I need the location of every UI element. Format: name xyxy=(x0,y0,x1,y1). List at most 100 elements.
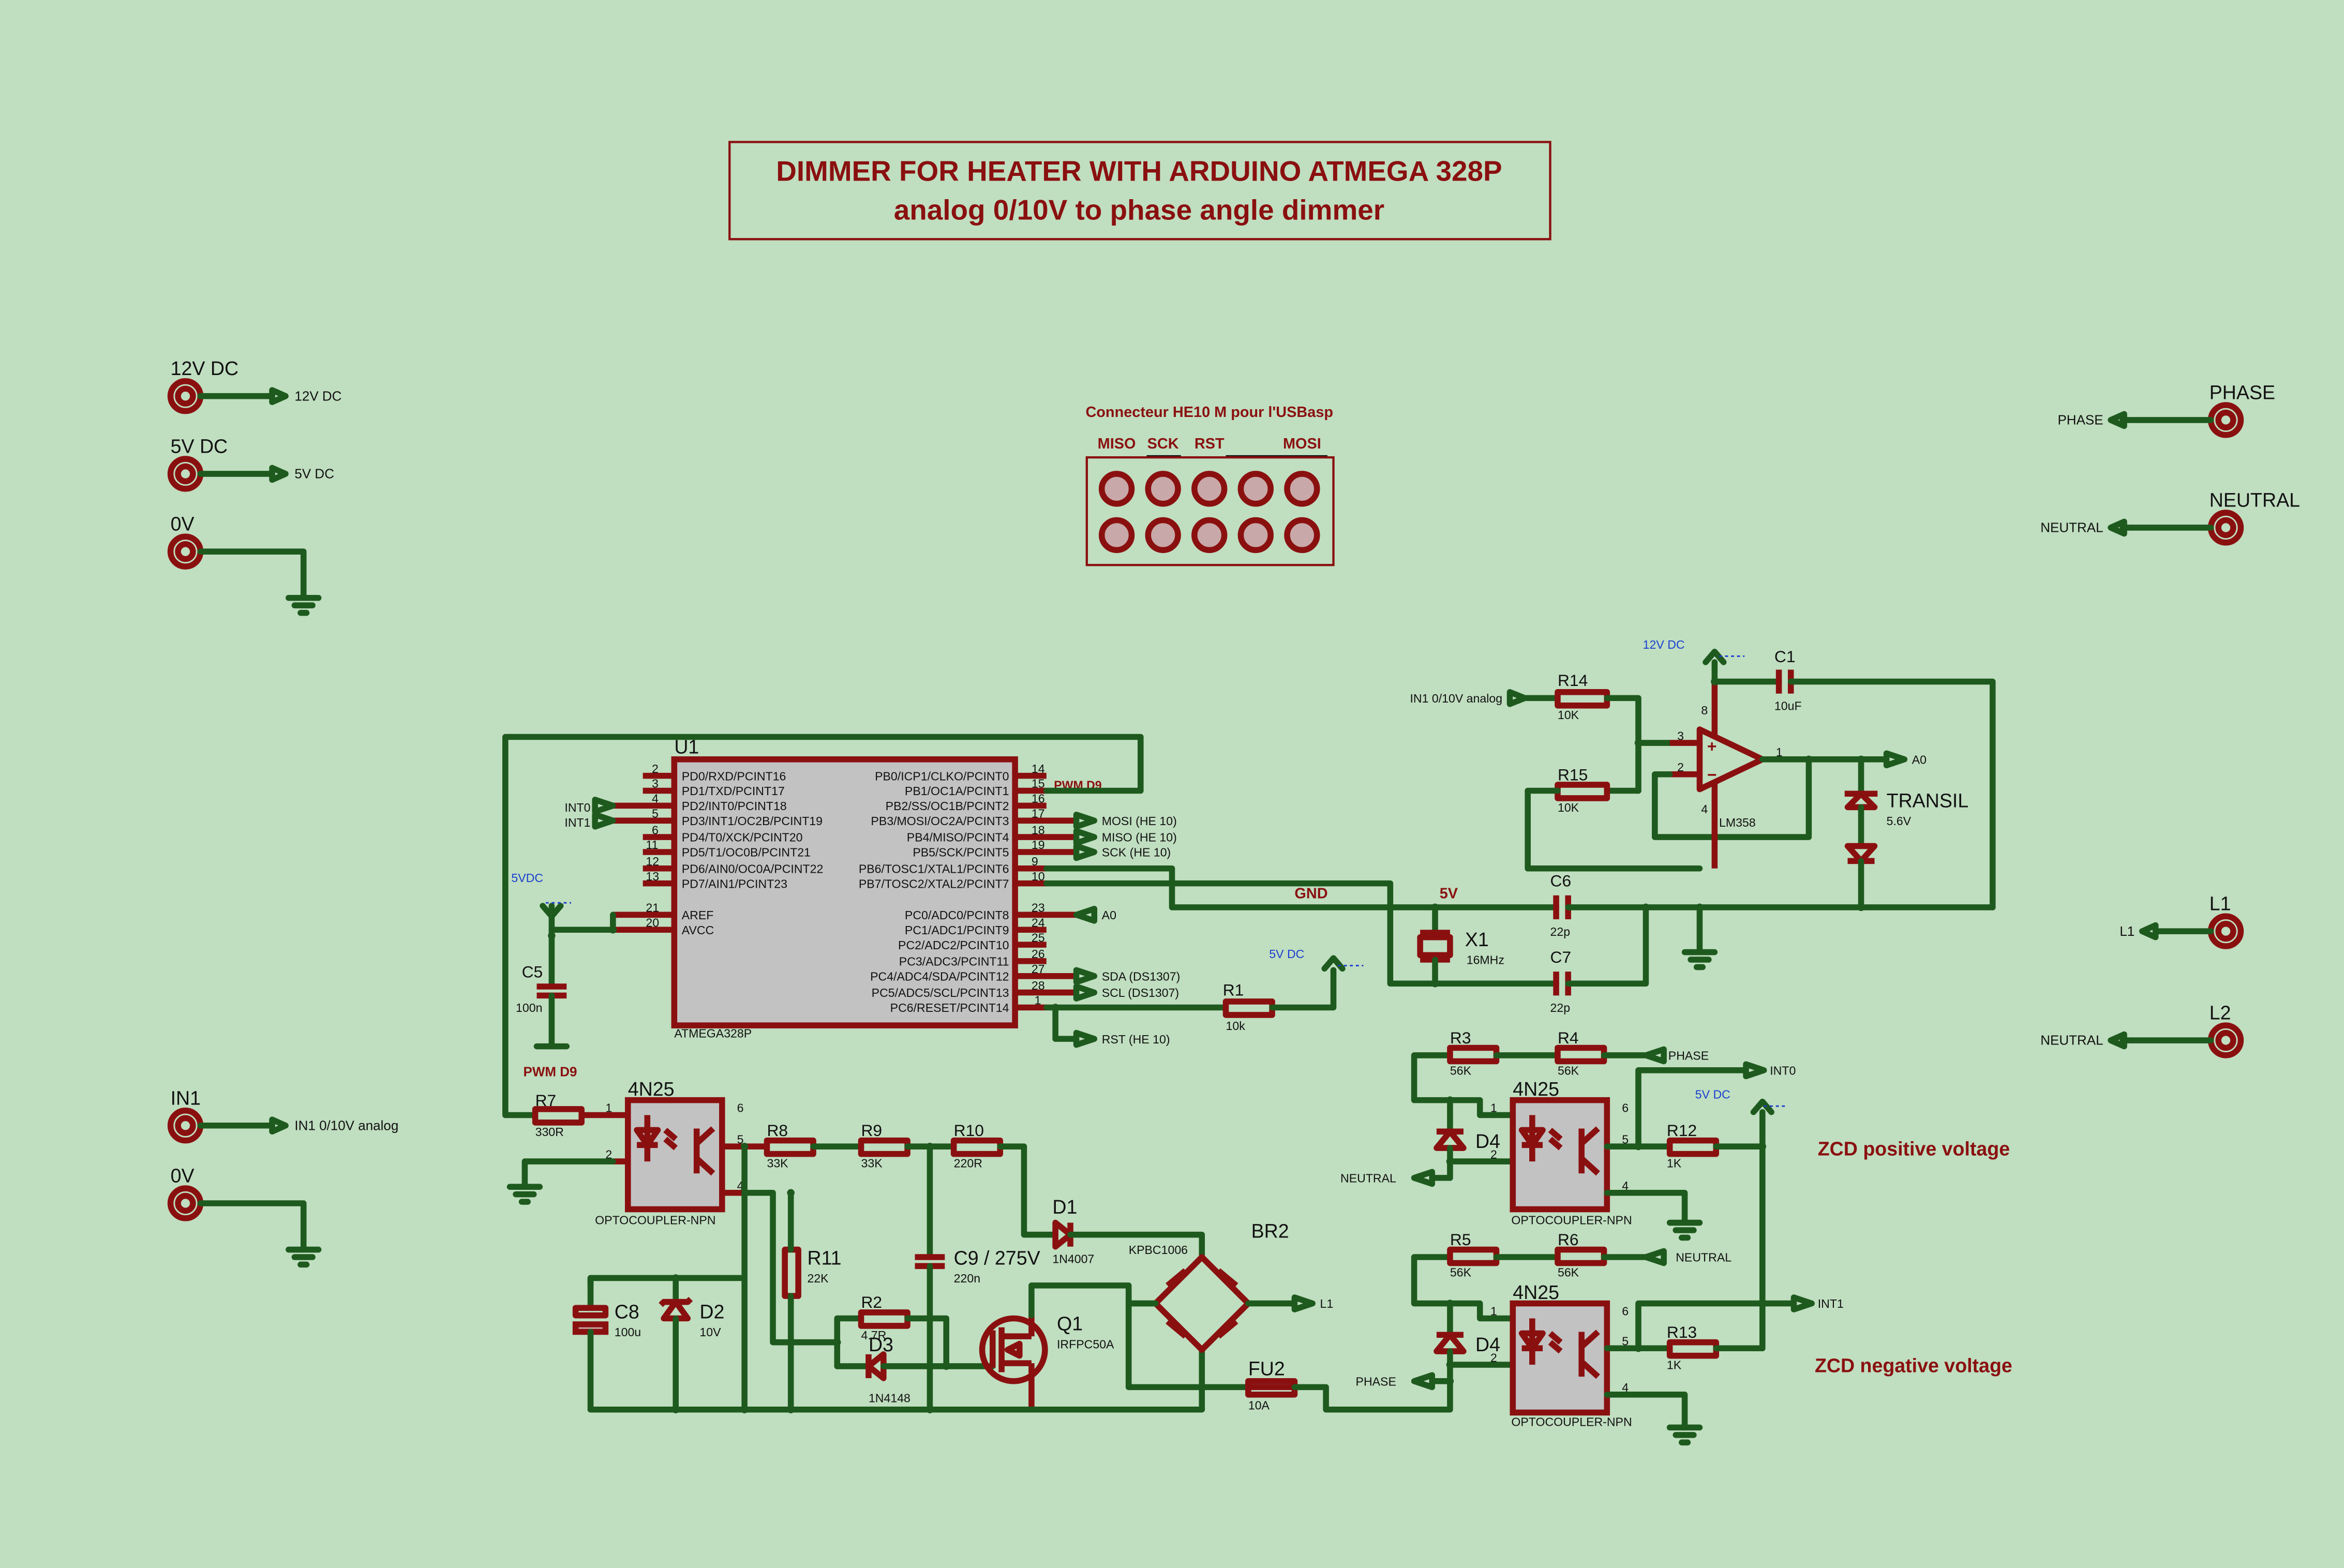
svg-text:R6: R6 xyxy=(1558,1230,1579,1249)
svg-text:PB1/OC1A/PCINT1: PB1/OC1A/PCINT1 xyxy=(905,784,1009,798)
zcd-negative[interactable]: R5 56K R6 56K NEUTRAL D4 PHASE 4N25 OPTO… xyxy=(1356,1230,2012,1446)
connector-0v-b-label: 0V xyxy=(171,1165,195,1187)
connector-neutral-label: NEUTRAL xyxy=(2209,489,2300,511)
net-12v-label: 12V DC xyxy=(294,388,341,404)
svg-text:FU2: FU2 xyxy=(1248,1357,1285,1379)
svg-text:6: 6 xyxy=(737,1101,744,1115)
svg-text:22p: 22p xyxy=(1550,925,1571,938)
opto3-body xyxy=(1510,1300,1610,1416)
net-arrow-icon xyxy=(269,1116,289,1135)
connector-0v[interactable]: 0V xyxy=(167,513,322,616)
ground-icon xyxy=(506,1184,543,1205)
svg-text:100u: 100u xyxy=(615,1325,641,1339)
zcd-positive[interactable]: R3 56K R4 56K PHASE D4 NEUTRAL 4N25 OPTO… xyxy=(1340,1028,2010,1352)
svg-text:17: 17 xyxy=(1032,807,1045,820)
svg-text:4.7R: 4.7R xyxy=(861,1328,887,1342)
svg-text:100n: 100n xyxy=(516,1001,542,1014)
svg-text:33K: 33K xyxy=(861,1157,883,1170)
svg-text:18: 18 xyxy=(1032,823,1045,837)
opamp-lm358[interactable]: IN1 0/10V analog R14 10K R15 10K + − 3 2… xyxy=(1410,638,1996,912)
pwm-wire xyxy=(502,734,1144,1118)
svg-text:10: 10 xyxy=(1032,870,1045,883)
svg-text:A0: A0 xyxy=(1912,753,1927,766)
svg-text:5V DC: 5V DC xyxy=(1269,947,1304,961)
svg-text:PD6/AIN0/OC0A/PCINT22: PD6/AIN0/OC0A/PCINT22 xyxy=(682,862,824,875)
svg-text:1N4007: 1N4007 xyxy=(1052,1252,1094,1266)
he10-sck-label: SCK xyxy=(1147,436,1179,452)
connector-l2-label: L2 xyxy=(2209,1002,2231,1024)
svg-text:PB3/MOSI/OC2A/PCINT3: PB3/MOSI/OC2A/PCINT3 xyxy=(871,814,1009,828)
q1-mosfet xyxy=(979,1315,1048,1384)
svg-text:OPTOCOUPLER-NPN: OPTOCOUPLER-NPN xyxy=(595,1213,715,1227)
svg-text:PB0/ICP1/CLKO/PCINT0: PB0/ICP1/CLKO/PCINT0 xyxy=(875,769,1009,783)
svg-text:21: 21 xyxy=(646,901,659,915)
svg-text:PB2/SS/OC1B/PCINT2: PB2/SS/OC1B/PCINT2 xyxy=(886,799,1009,813)
svg-text:2: 2 xyxy=(605,1147,612,1161)
svg-text:15: 15 xyxy=(1032,777,1045,790)
svg-text:INT1: INT1 xyxy=(564,816,590,829)
svg-text:PC5/ADC5/SCL/PCINT13: PC5/ADC5/SCL/PCINT13 xyxy=(872,986,1009,999)
svg-text:10K: 10K xyxy=(1558,801,1579,814)
svg-text:A0: A0 xyxy=(1102,908,1116,922)
he10-miso-label: MISO xyxy=(1098,436,1136,452)
svg-text:5.6V: 5.6V xyxy=(1887,814,1912,828)
connector-5v[interactable]: 5V DC 5V DC xyxy=(167,435,334,492)
svg-text:D1: D1 xyxy=(1052,1196,1077,1218)
svg-text:25: 25 xyxy=(1032,931,1045,944)
svg-text:2: 2 xyxy=(652,762,659,775)
svg-text:22K: 22K xyxy=(807,1272,829,1285)
svg-text:6: 6 xyxy=(652,823,659,837)
svg-text:R4: R4 xyxy=(1558,1028,1579,1047)
svg-text:PB4/MISO/PCINT4: PB4/MISO/PCINT4 xyxy=(907,831,1009,844)
svg-text:OPTOCOUPLER-NPN: OPTOCOUPLER-NPN xyxy=(1511,1415,1632,1429)
svg-text:6: 6 xyxy=(1622,1305,1629,1318)
net-5v-label: 5V DC xyxy=(294,466,334,482)
svg-text:PC2/ADC2/PCINT10: PC2/ADC2/PCINT10 xyxy=(898,938,1009,952)
connector-l1-label: L1 xyxy=(2209,893,2231,915)
svg-text:10K: 10K xyxy=(1558,708,1579,722)
svg-text:ZCD positive voltage: ZCD positive voltage xyxy=(1818,1138,2010,1160)
svg-text:PD1/TXD/PCINT17: PD1/TXD/PCINT17 xyxy=(682,784,785,798)
svg-text:PD2/INT0/PCINT18: PD2/INT0/PCINT18 xyxy=(682,799,787,813)
connector-12v[interactable]: 12V DC 12V DC xyxy=(167,357,342,414)
connector-l2[interactable]: L2 NEUTRAL xyxy=(2040,1002,2244,1058)
svg-text:PD3/INT1/OC2B/PCINT19: PD3/INT1/OC2B/PCINT19 xyxy=(682,814,823,828)
net-neutral-label: NEUTRAL xyxy=(2040,520,2103,535)
svg-text:C1: C1 xyxy=(1774,647,1796,666)
r13-resistor xyxy=(1666,1339,1720,1359)
net-arrow-icon xyxy=(269,387,289,406)
svg-text:PD4/T0/XCK/PCINT20: PD4/T0/XCK/PCINT20 xyxy=(682,831,803,844)
svg-text:10V: 10V xyxy=(699,1325,721,1339)
ground-icon xyxy=(1666,1219,1703,1241)
connector-l1[interactable]: L1 L1 xyxy=(2119,893,2244,949)
net-arrow-icon xyxy=(2108,1031,2127,1050)
svg-text:GND: GND xyxy=(1294,886,1327,902)
svg-text:10A: 10A xyxy=(1248,1399,1270,1412)
svg-text:+: + xyxy=(1707,737,1717,755)
net-arrow-icon xyxy=(2139,922,2159,940)
he10-connector[interactable]: Connecteur HE10 M pour l'USBasp MISO SCK… xyxy=(1085,404,1335,566)
svg-text:220R: 220R xyxy=(954,1157,982,1170)
connector-in1[interactable]: IN1 IN1 0/10V analog xyxy=(167,1087,399,1144)
svg-text:27: 27 xyxy=(1032,962,1045,976)
r9-resistor xyxy=(858,1137,910,1157)
connector-in1-label: IN1 xyxy=(171,1087,201,1109)
svg-text:4: 4 xyxy=(652,792,659,805)
connector-neutral[interactable]: NEUTRAL NEUTRAL xyxy=(2040,489,2300,546)
svg-text:R14: R14 xyxy=(1558,671,1588,690)
connector-phase[interactable]: PHASE PHASE xyxy=(2057,381,2275,438)
svg-text:2: 2 xyxy=(1490,1351,1497,1364)
connector-0v-b[interactable]: 0V xyxy=(167,1165,322,1268)
svg-text:2: 2 xyxy=(1677,760,1684,774)
ground-icon xyxy=(286,594,322,616)
r7-resistor xyxy=(532,1106,585,1126)
connector-5v-label: 5V DC xyxy=(171,435,228,457)
mcu-body xyxy=(671,756,1018,1028)
gate-drive-section[interactable]: R7 330R 1 2 4N25 OPTOCOUPLER-NPN 6 5 4 R… xyxy=(506,1078,1453,1413)
svg-text:IN1 0/10V analog: IN1 0/10V analog xyxy=(1410,692,1502,705)
net-l2-label: NEUTRAL xyxy=(2040,1033,2103,1048)
svg-text:D3: D3 xyxy=(869,1334,893,1355)
